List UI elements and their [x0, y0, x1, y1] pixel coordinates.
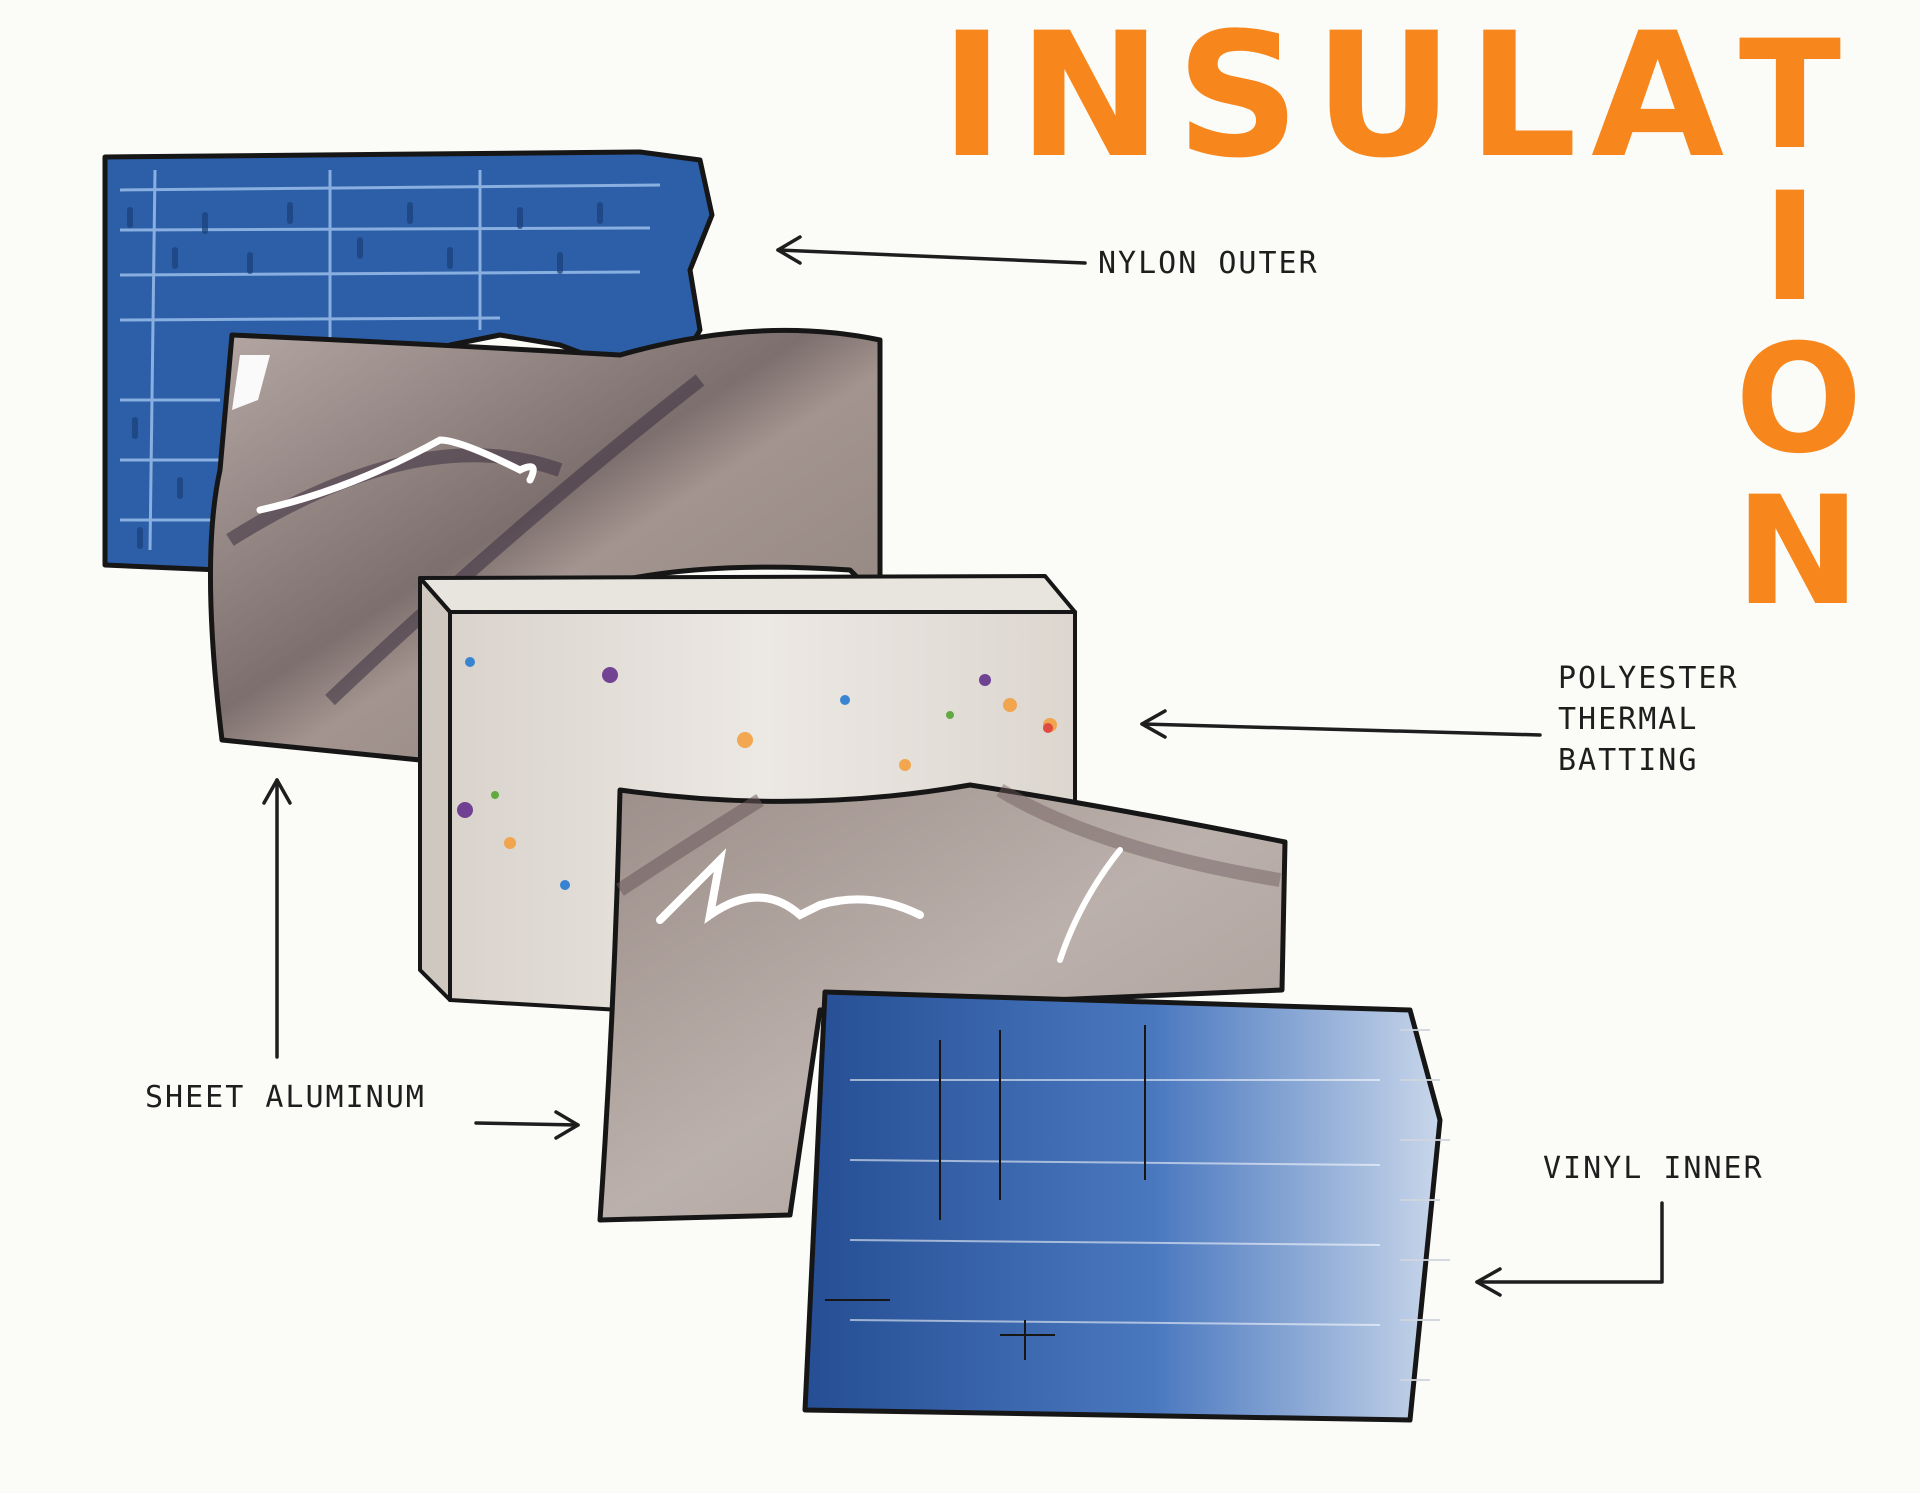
arrow-sheet-aluminum-right: [476, 1112, 578, 1138]
arrow-sheet-aluminum-up: [264, 780, 290, 1057]
title-column: T I O N: [1735, 20, 1845, 628]
label-vinyl-inner: VINYL INNER: [1543, 1148, 1764, 1189]
title-row: INSULA: [940, 10, 1738, 182]
label-sheet-aluminum: SHEET ALUMINUM: [145, 1077, 426, 1118]
title-letter-o: O: [1735, 324, 1845, 476]
arrow-nylon-outer: [778, 237, 1085, 263]
title-letter-n: N: [1735, 476, 1845, 628]
arrow-polyester-batting: [1142, 711, 1540, 737]
title-letter-t: T: [1735, 20, 1845, 172]
label-nylon-outer: NYLON OUTER: [1098, 243, 1319, 284]
title-letter-i: I: [1735, 172, 1845, 324]
vinyl-inner-layer: [805, 992, 1450, 1420]
arrow-vinyl-inner: [1477, 1203, 1662, 1295]
label-polyester-thermal-batting: POLYESTER THERMAL BATTING: [1558, 658, 1739, 781]
